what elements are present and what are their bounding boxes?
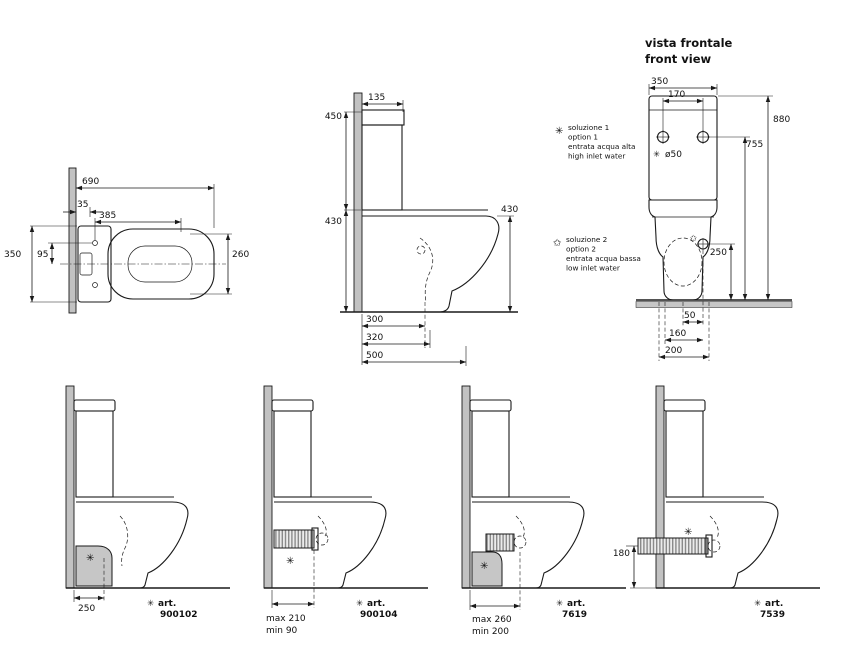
dim-300-label: 300: [366, 315, 383, 325]
side-view-dimension-lines: [343, 100, 514, 366]
wall-outlet-pipe: [637, 537, 709, 555]
dim-250-label: 250: [710, 248, 727, 258]
star-icon: ✩: [553, 238, 562, 249]
pipe-connector: [705, 534, 713, 558]
high-inlet-asterisk-icon: ✳: [653, 150, 660, 160]
wall-section: [461, 385, 471, 589]
variant-7619: ✳ max 260 min 200 ✳ art. 7619: [461, 385, 626, 637]
drain-asterisk-icon: ✳: [286, 556, 294, 567]
toilet-side-outline: [663, 399, 779, 589]
drain-asterisk-icon: ✳: [480, 561, 488, 572]
svg-text:entrata acqua alta: entrata acqua alta: [568, 142, 635, 151]
top-view: 690 35 385 350 95 260: [4, 167, 249, 314]
dim-95-label: 95: [37, 250, 48, 260]
top-view-dimension-lines: [29, 184, 232, 303]
dim-170-label: 170: [668, 90, 685, 100]
toilet-front-outline: [648, 95, 718, 301]
svg-text:entrata acqua bassa: entrata acqua bassa: [566, 254, 641, 263]
article-number: ✳ art. 7539: [754, 599, 785, 620]
svg-text:900104: 900104: [360, 610, 398, 620]
svg-text:art.: art.: [567, 599, 585, 609]
dim-880-label: 880: [773, 115, 790, 125]
dim-500-label: 500: [366, 351, 383, 361]
svg-text:option 1: option 1: [568, 133, 598, 142]
svg-text:low inlet water: low inlet water: [566, 264, 620, 273]
svg-text:soluzione 1: soluzione 1: [568, 123, 609, 132]
dim-430-left-label: 430: [325, 217, 342, 227]
dim-690-label: 690: [82, 177, 99, 187]
svg-text:7619: 7619: [562, 610, 587, 620]
dim-250-label: 250: [78, 604, 95, 614]
asterisk-icon: ✳: [147, 599, 154, 609]
dim-450-label: 450: [325, 112, 342, 122]
toilet-side-outline: [361, 109, 500, 348]
article-number: ✳ art. 900102: [147, 599, 198, 620]
wall-section: [68, 167, 77, 314]
corrugated-drain-pipe: [273, 529, 315, 549]
wall-section: [263, 385, 273, 589]
variant-900104: ✳ max 210 min 90 ✳ art. 900104: [263, 385, 428, 636]
svg-text:soluzione 2: soluzione 2: [566, 235, 607, 244]
front-view-title-it: vista frontale: [645, 36, 733, 50]
variant-900102: ✳ 250 ✳ art. 900102: [65, 385, 230, 620]
svg-text:7539: 7539: [760, 610, 785, 620]
asterisk-icon: ✳: [754, 599, 761, 609]
asterisk-icon: ✳: [356, 599, 363, 609]
article-number: ✳ art. 7619: [556, 599, 587, 620]
side-view: 135 450 430 430 300 320 500: [325, 92, 518, 366]
dim-385-label: 385: [99, 211, 116, 221]
pipe-connector: [311, 527, 319, 551]
dim-min-label: min 90: [266, 626, 298, 636]
drain-asterisk-icon: ✳: [86, 553, 94, 564]
dim-350-label: 350: [651, 77, 668, 87]
front-view-dimension-lines: [648, 84, 773, 361]
floor-band: [635, 301, 793, 308]
dim-350-label: 350: [4, 250, 21, 260]
dim-200-label: 200: [665, 346, 682, 356]
svg-text:art.: art.: [367, 599, 385, 609]
dim-320-label: 320: [366, 333, 383, 343]
hole-diameter-label: ø50: [665, 150, 682, 160]
asterisk-icon: ✳: [556, 599, 563, 609]
svg-text:option 2: option 2: [566, 245, 596, 254]
svg-text:art.: art.: [158, 599, 176, 609]
svg-text:art.: art.: [765, 599, 783, 609]
dim-max-label: max 260: [472, 615, 512, 625]
solution-1-note: ✳ soluzione 1 option 1 entrata acqua alt…: [555, 123, 635, 161]
asterisk-icon: ✳: [555, 126, 563, 137]
variant-7539: ✳ 180 ✳ art. 7539: [613, 385, 820, 620]
wall-section-lower: [655, 553, 665, 589]
wall-section: [353, 92, 363, 313]
front-view: vista frontale front view: [553, 36, 793, 361]
wall-section: [65, 385, 75, 589]
drain-asterisk-icon: ✳: [684, 527, 692, 538]
dim-160-label: 160: [669, 329, 686, 339]
dim-430-right-label: 430: [501, 205, 518, 215]
offset-drain-elbow: [471, 551, 503, 587]
svg-text:900102: 900102: [160, 610, 198, 620]
article-number: ✳ art. 900104: [356, 599, 398, 620]
wall-section-upper: [655, 385, 665, 539]
dim-180-label: 180: [613, 549, 630, 559]
dim-260-label: 260: [232, 250, 249, 260]
toilet-side-outline: [73, 399, 189, 589]
dim-50-label: 50: [684, 311, 696, 321]
dim-755-label: 755: [746, 140, 763, 150]
toilet-side-outline: [271, 399, 387, 589]
svg-text:high inlet water: high inlet water: [568, 152, 625, 161]
dim-max-label: max 210: [266, 614, 306, 624]
front-view-title-en: front view: [645, 52, 712, 66]
dim-135-label: 135: [368, 93, 385, 103]
corrugated-drain-pipe: [485, 533, 515, 552]
toilet-side-outline: [469, 399, 585, 589]
low-inlet-star-icon: ✩: [690, 234, 698, 244]
dim-35-label: 35: [77, 200, 88, 210]
dim-min-label: min 200: [472, 627, 509, 637]
solution-2-note: ✩ soluzione 2 option 2 entrata acqua bas…: [553, 235, 641, 273]
floor-drain-elbow: [75, 545, 113, 587]
